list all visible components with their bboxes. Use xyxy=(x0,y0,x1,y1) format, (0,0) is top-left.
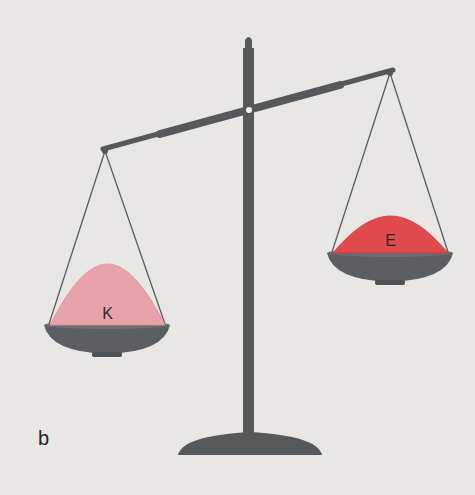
pile-outline xyxy=(333,216,448,253)
left-pan xyxy=(44,325,170,354)
powder-pile: K xyxy=(50,264,165,325)
pile-outline xyxy=(50,264,165,325)
scale-finial xyxy=(245,37,252,50)
powder-pile: E xyxy=(333,216,448,253)
panel-letter: b xyxy=(38,428,49,448)
hook xyxy=(387,70,393,76)
right-pan xyxy=(327,253,453,282)
pile-letter: E xyxy=(385,232,396,250)
hook xyxy=(102,148,108,154)
right-pan-foot xyxy=(375,280,405,285)
scale-beam xyxy=(103,70,393,149)
pivot xyxy=(246,107,252,113)
pan-strings xyxy=(49,73,448,324)
pile-letter: K xyxy=(102,305,113,323)
left-pan-foot xyxy=(92,352,122,357)
scale-beam xyxy=(160,85,340,134)
